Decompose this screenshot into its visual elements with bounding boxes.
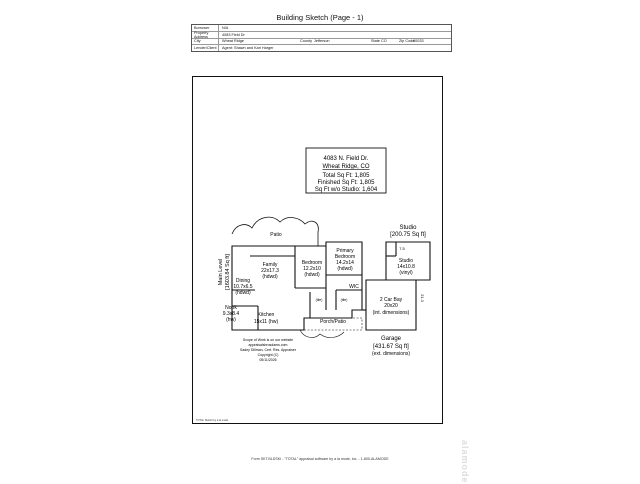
porch-label: Porch/Patio: [320, 319, 346, 325]
summary-without-studio: Sq Ft w/o Studio: 1,604: [315, 187, 378, 193]
sketch-frame: [192, 76, 443, 424]
garage-dims: 20x20: [384, 303, 398, 309]
main-level-walls: [231, 241, 363, 331]
lender-value: Agent: Shawn and Kari Harger: [222, 46, 274, 51]
porch-outline: [304, 317, 363, 331]
garage-area: [431.67 Sq ft]: [373, 344, 409, 350]
bedroom-name: Bedroom: [302, 260, 322, 266]
garage-ext: (ext. dimensions): [372, 351, 410, 357]
studio-room-name: Studio: [399, 258, 413, 264]
lender-label: Lender/Client: [192, 45, 219, 52]
borrower-value: N/A: [222, 25, 229, 30]
garage-side-dim: 21.3: [420, 294, 425, 303]
nook-floor: (hw): [226, 317, 236, 323]
family-dims: 22x17.3: [261, 268, 279, 274]
bedroom-floor: (hdwd): [304, 272, 320, 278]
studio-room-floor: (vinyl): [399, 270, 413, 276]
summary-finished: Finished Sq Ft: 1,805: [317, 180, 375, 186]
studio-walls: [385, 241, 431, 281]
city-value: Wheat Ridge: [222, 39, 244, 44]
city-label: City: [192, 38, 219, 45]
patio-label: Patio: [270, 232, 282, 238]
tile-1: (tile): [316, 298, 323, 302]
scope-line-1: Scope of Work is on our website: [243, 338, 293, 342]
tile-2: (tile): [341, 298, 348, 302]
garage-label: Garage: [381, 336, 402, 342]
scope-line-3: Sadey Dillman, Cert. Res. Appraiser: [240, 348, 297, 352]
property-label: Property Address: [192, 31, 219, 39]
scope-line-2: appraisalsbrosdams.com: [249, 343, 288, 347]
studio-small-dim: 7.5: [399, 246, 405, 251]
info-row-lender: Lender/Client Agent: Shawn and Kari Harg…: [192, 45, 451, 52]
primary-floor: (hdwd): [337, 266, 353, 272]
nook-dims: 9.3x8.4: [223, 311, 240, 317]
nook-name: Nook: [225, 305, 237, 311]
sketch-credit: TOTAL Sketch by a la mode: [196, 419, 229, 422]
studio-label: Studio: [399, 225, 417, 231]
info-table: Borrower N/A Property Address 4083 Field…: [191, 24, 452, 53]
bedroom-dims: 12.2x10: [303, 266, 321, 272]
info-row-borrower: Borrower N/A: [192, 25, 451, 32]
zip-value: 80033: [413, 39, 424, 44]
porch-curve: [299, 329, 345, 338]
garage-name: 2 Car Bay: [380, 297, 403, 303]
page-footer: Form SKT.BLDSKI - "TOTAL" appraisal soft…: [251, 457, 389, 461]
kitchen-name: Kitchen: [258, 312, 275, 318]
family-name: Family: [263, 262, 278, 268]
borrower-label: Borrower: [192, 25, 219, 31]
main-level-area: [1603.84 Sq ft]: [225, 254, 231, 290]
scope-line-4: Copyright (C): [258, 353, 279, 357]
state-label: State: [371, 39, 380, 44]
studio-area: [200.75 Sq ft]: [390, 232, 426, 238]
primary-name: Primary: [336, 248, 354, 254]
county-label: County: [300, 39, 313, 44]
summary-total: Total Sq Ft: 1,805: [322, 173, 370, 179]
patio-outline: [231, 216, 319, 246]
page-title: Building Sketch (Page - 1): [276, 13, 364, 22]
scope-line-5: 05/11/2026: [259, 358, 276, 362]
county-value: Jefferson: [314, 39, 330, 44]
property-value: 4083 Field Dr: [222, 32, 245, 37]
garage-note: (int. dimensions): [373, 310, 410, 316]
zip-label: Zip Code: [399, 39, 415, 44]
summary-box: [305, 147, 387, 194]
primary-name-2: Bedroom: [335, 254, 355, 260]
primary-dims: 14.2x14: [336, 260, 354, 266]
info-row-city: City Wheat Ridge County Jefferson State …: [192, 38, 451, 46]
summary-address-2: Wheat Ridge, CO: [322, 164, 369, 170]
summary-address-1: 4083 N. Field Dr.: [323, 156, 368, 162]
dining-floor: (hdwd): [235, 290, 251, 296]
state-value: CO: [381, 39, 387, 44]
alamode-stamp: alamode: [460, 440, 470, 484]
info-row-property: Property Address 4083 Field Dr: [192, 31, 451, 39]
dining-dims: 10.7x6.5: [233, 284, 252, 290]
dining-name: Dining: [236, 278, 250, 284]
family-floor: (hdwd): [262, 274, 278, 280]
studio-room-dims: 14x10.8: [397, 264, 415, 270]
kitchen-dims: 15x11 (hw): [254, 319, 279, 325]
main-level-label: Main Level: [218, 259, 224, 286]
garage-walls: [362, 279, 417, 331]
wic-label: WIC: [349, 284, 359, 290]
